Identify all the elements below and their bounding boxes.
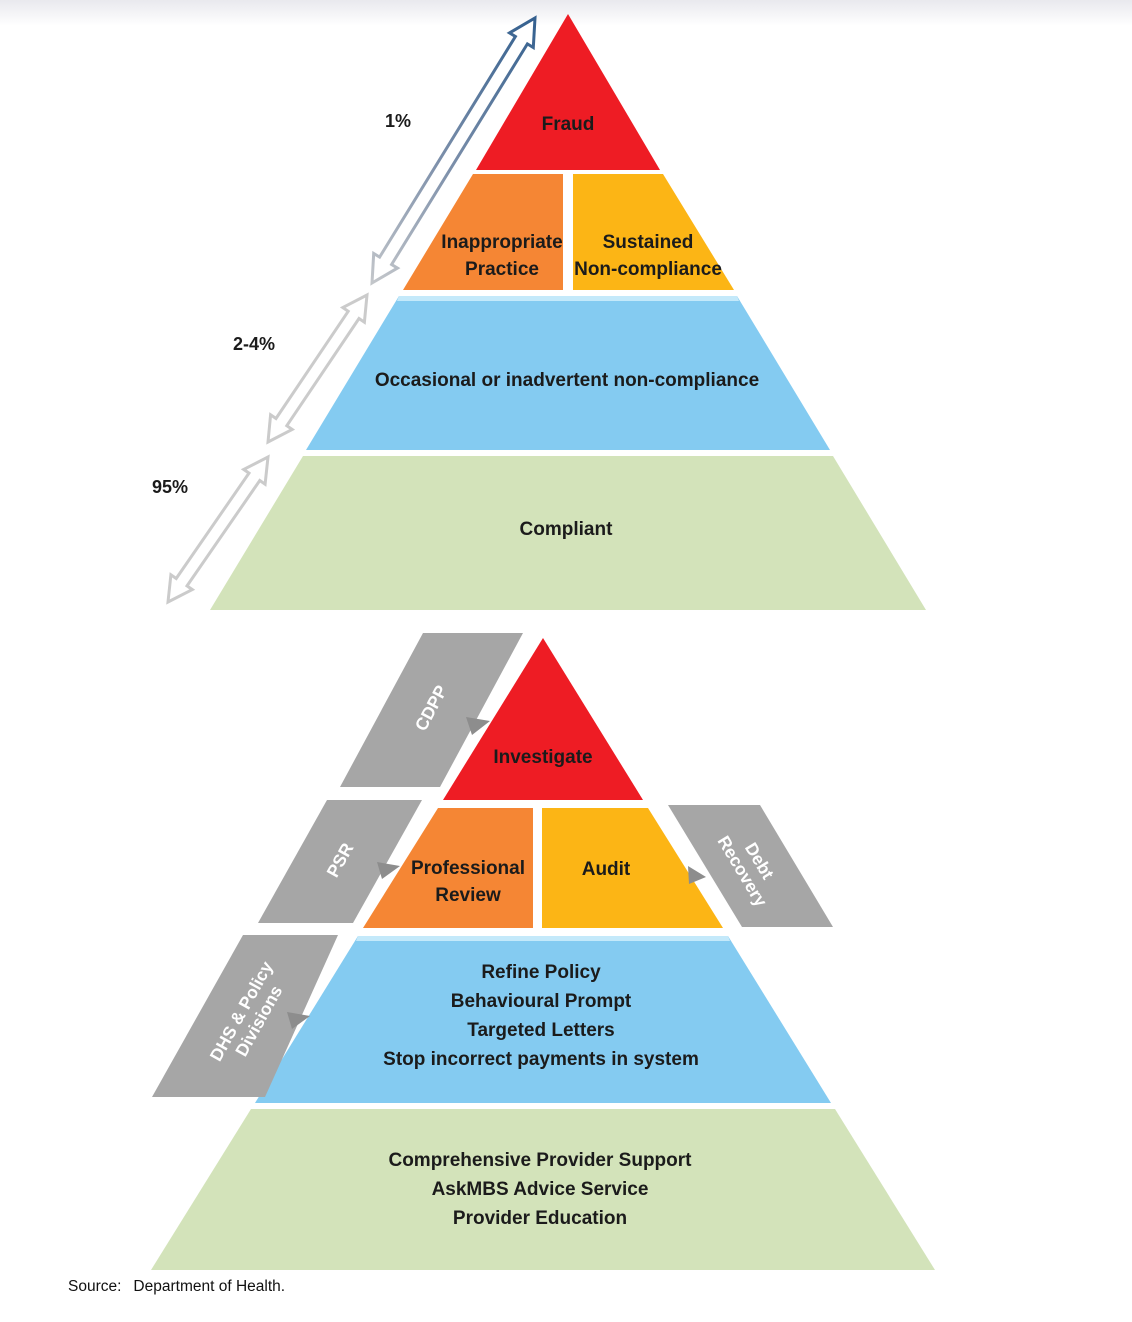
top-tier-occasional-highlight xyxy=(397,296,739,301)
bottom-tier-refine-shape xyxy=(255,936,831,1103)
marker-psr-arrow-icon xyxy=(377,862,400,879)
investigate-label: Investigate xyxy=(493,747,593,768)
bottom-tier-audit-shape xyxy=(542,808,723,928)
inappropriate-line2: Practice xyxy=(465,259,539,280)
fraud-label: Fraud xyxy=(541,114,595,135)
compliant-label: Compliant xyxy=(519,519,613,540)
arrow-95-percent xyxy=(166,454,270,605)
bottom-tier-professional-review-shape xyxy=(363,808,533,928)
support-line1: Comprehensive Provider Support xyxy=(388,1150,692,1171)
bottom-tier-refine-highlight xyxy=(356,936,730,941)
support-line3: Provider Education xyxy=(452,1208,628,1229)
provider-support-label: Comprehensive Provider Support AskMBS Ad… xyxy=(300,1146,780,1233)
arrow-2-4-percent xyxy=(266,292,369,445)
refine-line4: Stop incorrect payments in system xyxy=(383,1049,699,1070)
refine-line3: Targeted Letters xyxy=(467,1020,615,1041)
refine-policy-label: Refine Policy Behavioural Prompt Targete… xyxy=(308,958,774,1074)
inappropriate-practice-label: Inappropriate Practice xyxy=(422,229,582,283)
marker-cdpp-arrow-icon xyxy=(466,717,490,735)
professional-line2: Review xyxy=(435,885,501,906)
audit-label: Audit xyxy=(581,859,631,880)
percent-label-occasional: 2-4% xyxy=(232,334,276,354)
support-line2: AskMBS Advice Service xyxy=(431,1179,649,1200)
bottom-tier-support-shape xyxy=(151,1109,935,1270)
bottom-tier-investigate-shape xyxy=(443,638,643,800)
sustained-non-compliance-label: Sustained Non-compliance xyxy=(568,229,728,283)
occasional-non-compliance-label: Occasional or inadvertent non-compliance xyxy=(374,370,760,391)
source-text: Department of Health. xyxy=(133,1278,286,1295)
top-tier-fraud-shape xyxy=(476,14,660,170)
inappropriate-line1: Inappropriate xyxy=(441,232,563,253)
sustained-line2: Non-compliance xyxy=(574,259,722,280)
marker-dhs-arrow-icon xyxy=(287,1012,310,1029)
refine-line1: Refine Policy xyxy=(481,962,601,983)
source-note: Source: Department of Health. xyxy=(68,1278,285,1296)
percent-label-compliant: 95% xyxy=(151,477,189,497)
marker-debt-recovery-arrow-icon xyxy=(688,866,706,884)
band-dhs-policy-shape xyxy=(152,935,338,1097)
top-tier-occasional-shape xyxy=(306,296,830,450)
source-prefix: Source: xyxy=(68,1278,122,1295)
band-debt-recovery-shape xyxy=(668,805,833,927)
professional-line1: Professional xyxy=(410,858,526,879)
percent-label-fraud: 1% xyxy=(384,111,411,131)
top-tier-inappropriate-shape xyxy=(403,174,563,290)
refine-line2: Behavioural Prompt xyxy=(450,991,632,1012)
top-tier-compliant-shape xyxy=(210,456,926,610)
arrow-1-percent xyxy=(370,15,537,286)
band-cdpp-shape xyxy=(340,633,523,787)
professional-review-label: Professional Review xyxy=(388,855,548,909)
top-tier-sustained-shape xyxy=(573,174,734,290)
sustained-line1: Sustained xyxy=(602,232,694,253)
band-psr-shape xyxy=(258,800,422,923)
